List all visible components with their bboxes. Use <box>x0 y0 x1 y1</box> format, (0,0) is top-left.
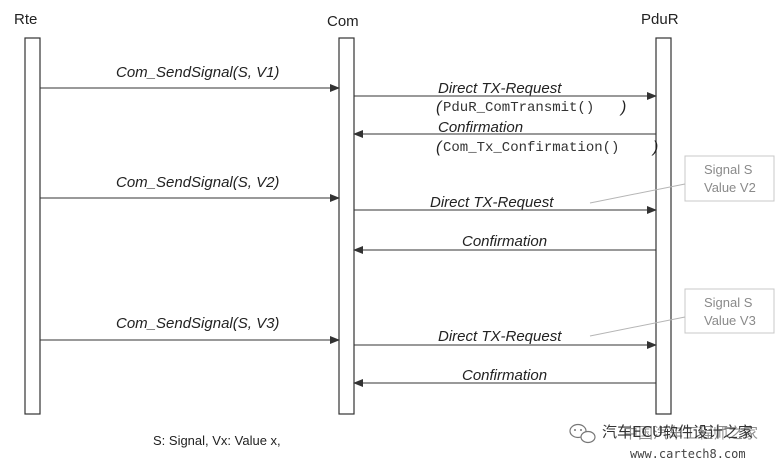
message-label-confirmation-2: Confirmation <box>462 233 547 250</box>
note-v3-line-1: Signal S <box>704 295 753 310</box>
lane-label-pdur: PduR <box>641 11 679 28</box>
legend-text: S: Signal, Vx: Value x, <box>153 433 281 448</box>
lifeline-rte <box>24 37 41 415</box>
note-v2-line-2: Value V2 <box>704 180 756 195</box>
paren-close-1: ) <box>619 99 626 116</box>
paren-open-1: ( <box>436 99 443 116</box>
api-label-request-1: PduR_ComTransmit() <box>443 100 594 116</box>
note-connector-v2 <box>589 183 686 204</box>
message-label-request-1: Direct TX-Request <box>438 80 562 97</box>
message-label-send-v3: Com_SendSignal(S, V3) <box>116 315 279 332</box>
lifeline-com <box>338 37 355 415</box>
message-label-confirmation-1: Confirmation <box>438 119 523 136</box>
note-box-v2 <box>684 155 775 202</box>
message-label-confirmation-3: Confirmation <box>462 367 547 384</box>
wechat-icon <box>569 423 596 444</box>
message-label-send-v1: Com_SendSignal(S, V1) <box>116 64 279 81</box>
watermark-brand: 汽车ECU软件设计之家 <box>602 423 753 441</box>
note-v2-line-1: Signal S <box>704 162 753 177</box>
watermark-site-cn: 中国汽车工程师之家 <box>623 424 758 442</box>
message-label-send-v2: Com_SendSignal(S, V2) <box>116 174 279 191</box>
lane-label-rte: Rte <box>14 11 37 28</box>
paren-close-2: ) <box>651 139 658 156</box>
note-v3-line-2: Value V3 <box>704 313 756 328</box>
note-connector-v3 <box>589 316 686 337</box>
message-label-request-2: Direct TX-Request <box>430 194 554 211</box>
paren-open-2: ( <box>436 139 443 156</box>
message-label-request-3: Direct TX-Request <box>438 328 562 345</box>
api-label-confirmation-1: Com_Tx_Confirmation() <box>443 140 619 156</box>
watermark-url: www.cartech8.com <box>630 447 746 461</box>
lane-label-com: Com <box>327 13 359 30</box>
note-box-v3 <box>684 288 775 334</box>
lifeline-pdur <box>655 37 672 415</box>
